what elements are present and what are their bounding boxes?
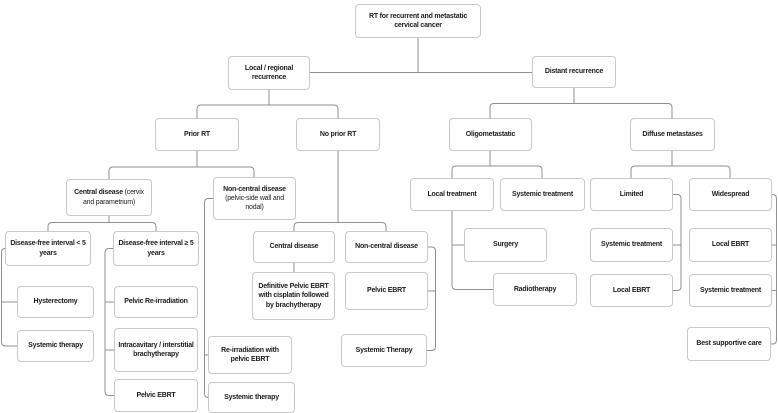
node-label: Local / regional recurrence bbox=[244, 64, 294, 81]
connector-dfi-ge5-bracket bbox=[104, 248, 115, 396]
node-label: Central disease bbox=[269, 243, 319, 251]
node-noncentral-disease-no-prior: Non-central disease bbox=[345, 231, 428, 263]
node-systemic-treatment-oligo: Systemic treatment bbox=[500, 178, 585, 211]
node-widespread: Widespread bbox=[689, 178, 772, 211]
node-label: No prior RT bbox=[319, 130, 357, 138]
node-local-ebrt-limited: Local EBRT bbox=[590, 274, 673, 307]
node-label: Diffuse metastases bbox=[642, 130, 703, 138]
node-central-disease-prior-rt: Central disease (cervix and parametrium) bbox=[66, 179, 152, 216]
node-label: Systemic Therapy bbox=[355, 346, 413, 354]
connector-dfi-lt5-bracket bbox=[0, 248, 18, 347]
node-systemic-therapy-no-prior: Systemic Therapy bbox=[341, 334, 427, 367]
node-label: Local EBRT bbox=[612, 286, 651, 294]
node-label: Disease-free interval < 5 years bbox=[10, 240, 86, 257]
node-oligometastatic: Oligometastatic bbox=[449, 118, 532, 151]
node-disease-free-interval-ge5: Disease-free interval ≥ 5 years bbox=[113, 231, 199, 266]
node-definitive-pelvic-ebrt: Definitive Pelvic EBRT with cisplatin fo… bbox=[252, 272, 335, 320]
node-label: Systemic therapy bbox=[28, 342, 83, 350]
node-label: Limited bbox=[619, 190, 644, 198]
connector-noncentral-prior-bracket bbox=[204, 198, 214, 398]
node-no-prior-rt: No prior RT bbox=[296, 118, 380, 151]
node-systemic-treatment-limited: Systemic treatment bbox=[590, 228, 673, 262]
node-label: Systemic treatment bbox=[700, 286, 761, 294]
node-best-supportive-care: Best supportive care bbox=[687, 327, 771, 361]
connector-central-prior-split bbox=[47, 215, 157, 232]
node-systemic-treatment-widespread: Systemic treatment bbox=[689, 274, 772, 307]
node-disease-free-interval-lt5: Disease-free interval < 5 years bbox=[5, 231, 91, 266]
node-radiotherapy: Radiotherapy bbox=[493, 273, 577, 306]
node-label: Best supportive care bbox=[696, 340, 762, 348]
node-label: Non-central disease bbox=[355, 243, 418, 251]
connector-local-regional-split bbox=[196, 89, 339, 119]
node-label: Hysterectomy bbox=[33, 298, 78, 306]
connector-prior-rt-split bbox=[108, 150, 255, 180]
node-label: Systemic treatment bbox=[512, 190, 573, 198]
node-root: RT for recurrent and metastatic cervical… bbox=[355, 4, 481, 38]
node-label: Local treatment bbox=[427, 190, 477, 198]
node-label: Systemic treatment bbox=[601, 241, 662, 249]
node-prior-rt: Prior RT bbox=[155, 118, 239, 151]
node-label: Systemic therapy bbox=[224, 393, 279, 401]
node-label: Non-central disease (pelvic-side wall an… bbox=[217, 185, 292, 213]
node-label: Radiotherapy bbox=[513, 285, 557, 293]
connector-local-treatment-bracket bbox=[451, 210, 494, 290]
node-local-ebrt-widespread: Local EBRT bbox=[689, 228, 772, 262]
connector-oligometastatic-split bbox=[451, 150, 543, 179]
node-noncentral-disease-prior-rt: Non-central disease (pelvic-side wall an… bbox=[213, 177, 296, 220]
connector-limited-bracket bbox=[672, 194, 682, 291]
connector-distant-split bbox=[489, 87, 673, 119]
node-label: Pelvic Re-irradiation bbox=[124, 298, 188, 306]
node-label: Pelvic EBRT bbox=[366, 287, 407, 295]
node-diffuse-metastases: Diffuse metastases bbox=[630, 118, 715, 151]
node-central-disease-no-prior: Central disease bbox=[253, 231, 335, 263]
node-pelvic-ebrt-ge5: Pelvic EBRT bbox=[114, 379, 198, 412]
node-reirradiation-with-pelvic-ebrt: Re-irradiation with pelvic EBRT bbox=[208, 336, 292, 374]
node-label: Definitive Pelvic EBRT with cisplatin fo… bbox=[258, 283, 329, 309]
node-label: Local EBRT bbox=[711, 241, 750, 249]
node-label-bold: Non-central disease bbox=[223, 185, 286, 193]
node-systemic-therapy-noncentral-prior: Systemic therapy bbox=[208, 382, 295, 413]
node-label-detail: (cervix and parametrium) bbox=[82, 189, 144, 206]
connector-diffuse-split bbox=[630, 150, 731, 179]
node-label: RT for recurrent and metastatic cervical… bbox=[368, 12, 468, 29]
connector-widespread-bracket bbox=[770, 194, 777, 345]
node-local-regional-recurrence: Local / regional recurrence bbox=[228, 56, 310, 90]
node-label: Surgery bbox=[492, 241, 519, 249]
connector-noncentral-no-prior-bracket bbox=[426, 246, 436, 351]
node-label: Prior RT bbox=[183, 130, 210, 138]
node-pelvic-reirradiation: Pelvic Re-irradiation bbox=[114, 286, 198, 318]
node-label-detail: (pelvic-side wall and nodal) bbox=[225, 194, 284, 212]
node-label: Widespread bbox=[711, 190, 750, 198]
node-systemic-therapy-lt5: Systemic therapy bbox=[17, 330, 94, 362]
node-local-treatment: Local treatment bbox=[410, 178, 494, 211]
node-label: Re-irradiation with pelvic EBRT bbox=[221, 346, 279, 363]
node-pelvic-ebrt-no-prior: Pelvic EBRT bbox=[345, 272, 428, 310]
node-intracavitary-brachytherapy: Intracavitary / interstitial brachythera… bbox=[114, 328, 198, 372]
node-limited: Limited bbox=[590, 178, 673, 211]
node-label: Disease-free interval ≥ 5 years bbox=[118, 240, 194, 257]
node-label: Oligometastatic bbox=[465, 130, 516, 138]
node-surgery: Surgery bbox=[464, 228, 547, 262]
node-label: Distant recurrence bbox=[544, 68, 604, 76]
node-label: Intracavitary / interstitial brachythera… bbox=[118, 341, 194, 358]
connector-no-prior-rt-split bbox=[293, 150, 387, 232]
node-label: Pelvic EBRT bbox=[136, 391, 176, 399]
node-distant-recurrence: Distant recurrence bbox=[532, 56, 616, 88]
connector-root-split bbox=[309, 37, 533, 73]
node-hysterectomy: Hysterectomy bbox=[17, 286, 94, 318]
node-label-bold: Central disease bbox=[74, 189, 123, 197]
node-label: Central disease (cervix and parametrium) bbox=[70, 188, 148, 206]
